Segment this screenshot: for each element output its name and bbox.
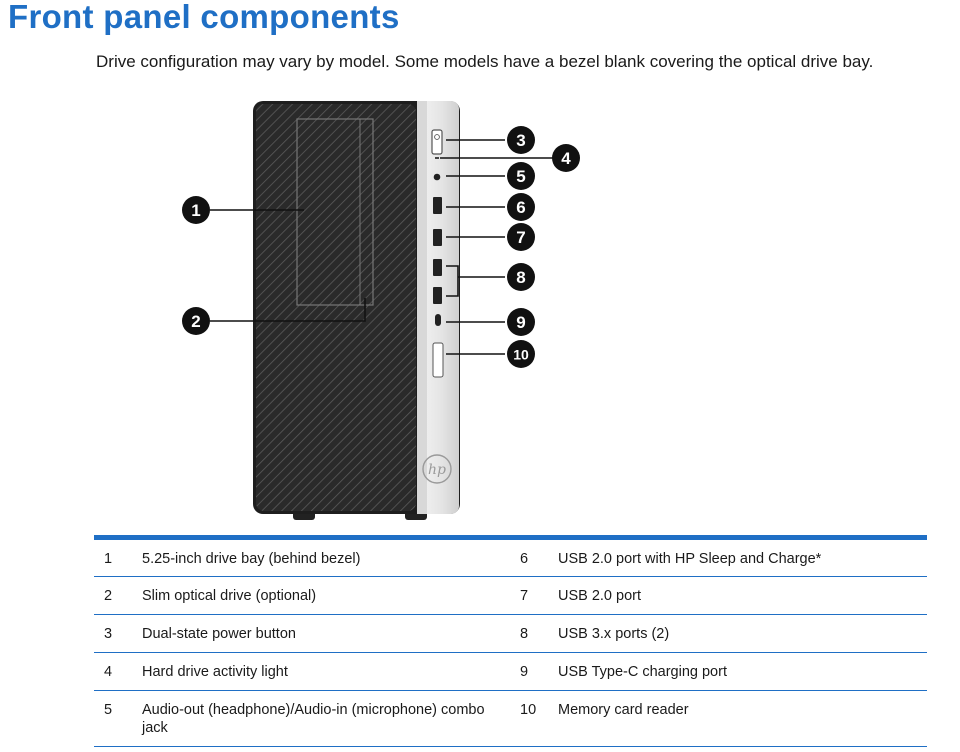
callout-label: 4 [561,149,571,168]
usb-port-icon [433,287,442,304]
activity-light-icon [435,157,439,159]
item-description: Audio-out (headphone)/Audio-in (micropho… [142,702,485,736]
callout-label: 2 [191,312,200,331]
callout-3: 3 [507,126,535,154]
card-reader-slot-icon [432,342,444,378]
callout-5: 5 [507,162,535,190]
usb-port-icon [433,197,442,214]
hp-logo-icon: hp [422,454,452,484]
callout-label: 8 [516,268,525,287]
table-row: 3 Dual-state power button 8 USB 3.x ports … [94,615,927,653]
callout-label: 3 [516,131,525,150]
table-row: 1 5.25-inch drive bay (behind bezel) 6 USB… [94,540,927,577]
item-description: Slim optical drive (optional) [142,588,317,604]
item-description: USB Type-C charging port [558,664,727,680]
usb-c-port-icon [435,314,441,326]
item-description: Dual-state power button [142,626,296,642]
table-row: 4 Hard drive activity light 9 USB Type-C c… [94,653,927,691]
item-description: USB 2.0 port [558,588,642,604]
item-number: 4 [104,664,113,680]
usb-port-icon [433,229,442,246]
callout-label: 9 [516,313,525,332]
item-number: 10 [520,702,537,718]
item-number: 3 [104,626,113,642]
svg-text:hp: hp [428,462,446,478]
item-number: 7 [520,588,529,604]
usb-port-icon [433,259,442,276]
callout-9: 9 [507,308,535,336]
callout-label: 10 [513,347,529,363]
intro-text: Drive configuration may vary by model. S… [96,52,874,71]
audio-jack-icon [433,173,441,181]
callout-8: 8 [507,263,535,291]
callout-1: 1 [182,196,210,224]
item-number: 5 [104,702,113,718]
callout-label: 5 [516,167,525,186]
callout-label: 1 [191,201,200,220]
callout-2: 2 [182,307,210,335]
table-row: 2 Slim optical drive (optional) 7 USB 2.0 … [94,577,927,615]
callout-7: 7 [507,223,535,251]
silver-side-panel [417,101,459,514]
callout-label: 6 [516,198,525,217]
item-number: 8 [520,626,529,642]
item-description: Hard drive activity light [142,664,288,680]
mesh-bezel [256,104,416,511]
item-description: USB 2.0 port with HP Sleep and Charge* [558,551,822,567]
front-panel-illustration: hp 1 2 3 4 5 6 7 8 9 10 [182,101,580,520]
table-row: 5 Audio-out (headphone)/Audio-in (microph… [94,691,927,747]
item-description: 5.25-inch drive bay (behind bezel) [142,551,361,567]
item-description: USB 3.x ports (2) [558,626,670,642]
item-number: 1 [104,551,113,567]
item-number: 6 [520,551,529,567]
item-number: 2 [104,588,113,604]
callout-6: 6 [507,193,535,221]
callout-4: 4 [552,144,580,172]
item-description: Memory card reader [558,702,689,718]
page-title: Front panel components [8,0,400,35]
callout-10: 10 [507,340,535,368]
power-button-icon [431,129,443,155]
slim-optical-drive-outline [359,118,374,306]
item-number: 9 [520,664,529,680]
callout-label: 7 [516,228,525,247]
